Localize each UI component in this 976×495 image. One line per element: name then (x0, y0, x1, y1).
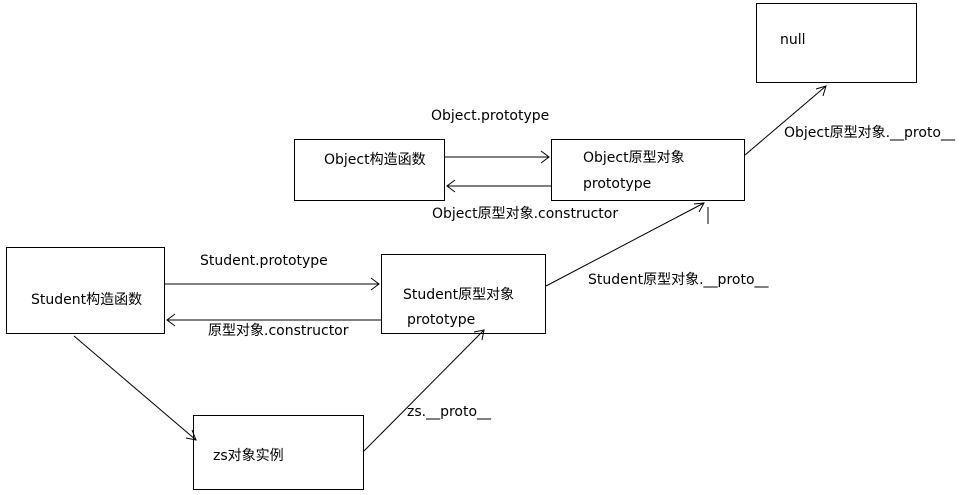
object-constructor-edge-label: Object原型对象.constructor (432, 206, 619, 222)
object-constructor-label: Object构造函数 (324, 152, 426, 168)
student-prototype-node (381, 254, 546, 334)
zs-instance-node (193, 415, 364, 490)
edge-object-proto-proto (744, 85, 827, 156)
object-prototype-edge-label: Object.prototype (431, 108, 550, 124)
student-prototype-edge-label: Student.prototype (200, 253, 328, 269)
edge-student-proto-proto (545, 202, 705, 287)
null-node (756, 3, 917, 83)
object-prototype-node (551, 139, 745, 201)
object-prototype-sublabel: prototype (583, 176, 652, 192)
zs-instance-label: zs对象实例 (213, 448, 284, 464)
student-constructor-label: Student构造函数 (31, 292, 143, 308)
edge-student-new-zs (73, 335, 197, 441)
student-constructor-node (6, 247, 165, 334)
edge-zs-proto (363, 329, 485, 452)
student-prototype-label: Student原型对象 (403, 287, 515, 303)
zs-proto-edge-label: zs.__proto__ (407, 404, 492, 420)
object-prototype-label: Object原型对象 (583, 150, 685, 166)
object-proto-proto-edge-label: Object原型对象.__proto__ (784, 125, 956, 141)
object-constructor-node (294, 139, 445, 201)
student-proto-proto-edge-label: Student原型对象.__proto__ (588, 272, 769, 288)
student-constructor-edge-label: 原型对象.constructor (208, 323, 349, 339)
student-prototype-sublabel: prototype (407, 312, 476, 328)
null-label: null (780, 32, 806, 48)
